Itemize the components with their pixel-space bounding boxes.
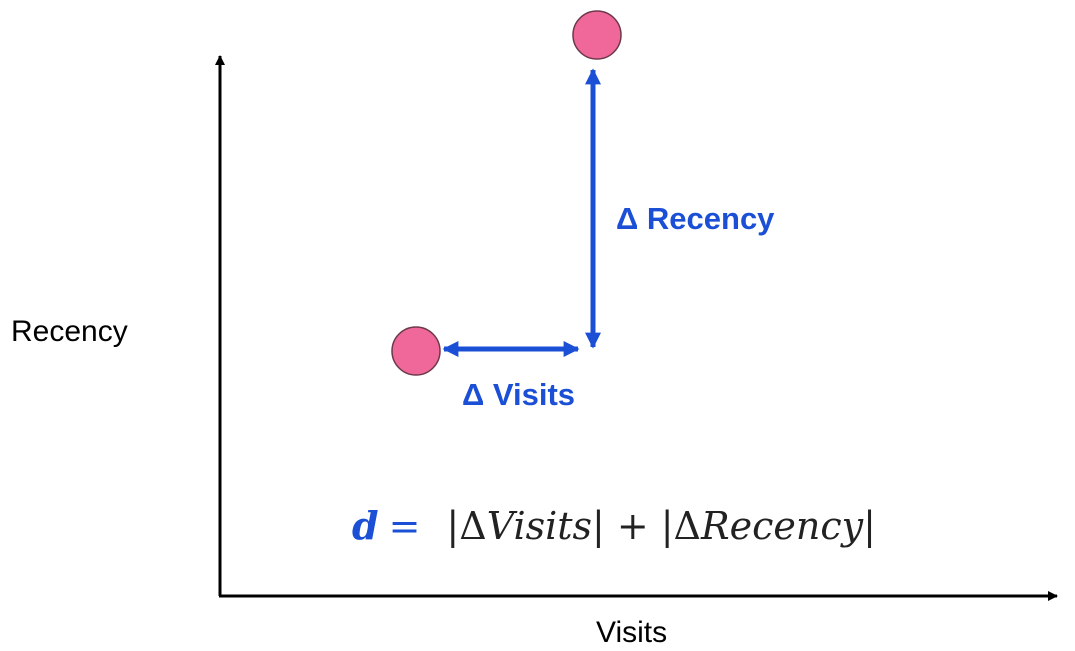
point-left: [391, 326, 441, 376]
formula-term-visits: Visits: [487, 504, 592, 548]
y-axis-label: Recency: [11, 315, 128, 348]
formula-term-recency: Recency: [700, 504, 864, 548]
point-top: [572, 10, 622, 60]
x-axis-label: Visits: [596, 616, 667, 649]
formula-bar-close-1: |: [592, 504, 605, 548]
formula-delta-1: Δ: [459, 504, 486, 548]
formula-plus: +: [617, 504, 649, 548]
delta-visits-label: Δ Visits: [462, 377, 575, 412]
formula-delta-2: Δ: [674, 504, 701, 548]
distance-formula: d=|ΔVisits|+|ΔRecency|: [352, 503, 876, 548]
formula-lhs: d: [352, 503, 379, 548]
formula-bar-open-2: |: [661, 504, 674, 548]
delta-recency-label: Δ Recency: [616, 201, 775, 236]
formula-equals: =: [389, 504, 421, 548]
formula-bar-open-1: |: [446, 504, 459, 548]
formula-bar-close-2: |: [863, 504, 876, 548]
